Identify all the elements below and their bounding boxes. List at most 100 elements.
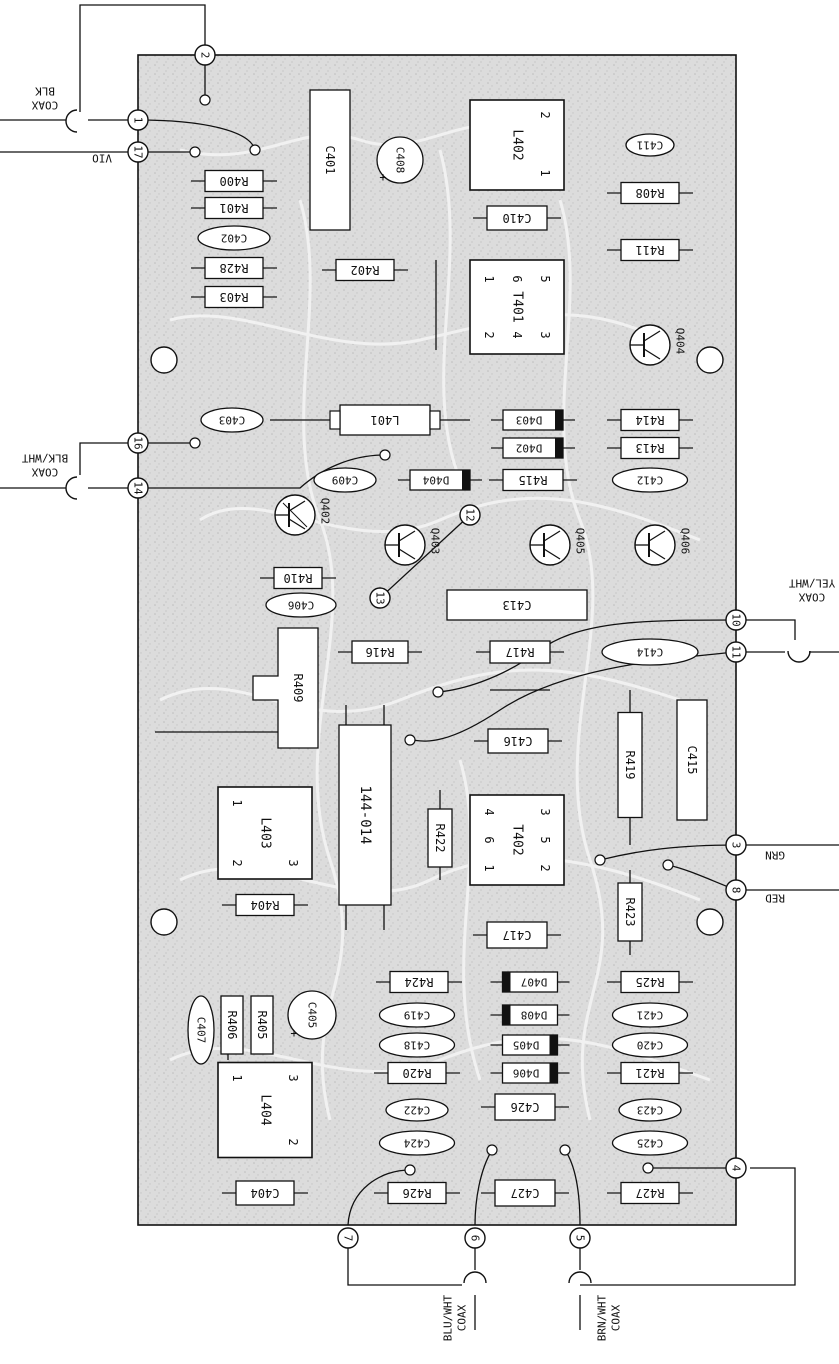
label-q405: Q405 (574, 528, 587, 555)
component-r414: R414 (607, 408, 693, 432)
label-l402: L402 (510, 129, 525, 160)
label-r410: R410 (284, 571, 313, 585)
wire-label-yel-wht-coax-line2: COAX (798, 591, 825, 604)
component-c418: C418 (378, 1032, 456, 1058)
solder-pad (379, 449, 391, 461)
pin-t402-5: 5 (538, 836, 552, 843)
label-d406: D406 (513, 1067, 540, 1080)
label-r404: R404 (251, 898, 280, 912)
label-r409: R409 (291, 674, 305, 703)
label-c410: C410 (503, 211, 532, 225)
component-c405: C405+ (287, 990, 337, 1040)
component-r416: R416 (338, 640, 422, 664)
pin-l404-1: 1 (230, 1074, 244, 1081)
terminal-label-6: 6 (469, 1235, 482, 1242)
terminal-label-17: 17 (132, 145, 145, 158)
label-c415: C415 (685, 746, 699, 775)
terminal-label-14: 14 (132, 481, 145, 495)
component-d406: D406 (490, 1062, 570, 1084)
component-r406: R406 (220, 995, 244, 1055)
terminal-label-5: 5 (574, 1235, 587, 1242)
wire-label-red-text: RED (765, 892, 785, 905)
solder-pad (249, 144, 261, 156)
pin-l402-1: 1 (538, 169, 552, 176)
label-r405: R405 (255, 1011, 269, 1040)
pin-t401-2: 2 (482, 331, 496, 338)
label-c404: C404 (251, 1186, 280, 1200)
wire-label-red: RED (765, 892, 785, 905)
component-c413: C413 (446, 589, 588, 621)
label-c401: C401 (323, 146, 337, 175)
component-r400: R400 (191, 169, 277, 193)
component-q403: Q403 (384, 524, 442, 566)
terminal-2: 2 (194, 44, 216, 66)
pin-l403-2: 2 (230, 859, 244, 866)
terminal-7: 7 (337, 1227, 359, 1249)
label-t402: T402 (510, 824, 525, 855)
solder-pad (189, 437, 201, 449)
component-c412: C412 (611, 467, 689, 493)
polarity-mark: + (379, 170, 386, 184)
wire-label-blk-wht-coax-line2: COAX (31, 466, 58, 479)
label-r421: R421 (636, 1066, 665, 1080)
label-l404: L404 (258, 1094, 273, 1125)
component-c409: C409 (313, 467, 377, 493)
label-r406: R406 (225, 1011, 239, 1040)
label-c403: C403 (219, 414, 246, 427)
terminal-label-1: 1 (132, 117, 145, 124)
solder-pad (559, 1144, 571, 1156)
label-c421: C421 (637, 1009, 664, 1022)
component-r402: R402 (322, 258, 408, 282)
label-q402: Q402 (319, 498, 332, 525)
terminal-label-13: 13 (374, 591, 387, 604)
wire-label-vio: VIO (92, 152, 112, 165)
terminal-label-11: 11 (730, 645, 743, 658)
terminal-12: 12 (459, 504, 481, 526)
mounting-holes (150, 346, 724, 936)
label-r428: R428 (220, 261, 249, 275)
component-q402: Q402 (274, 494, 332, 536)
label-l401: L401 (371, 413, 400, 427)
component-c427: C427 (481, 1179, 569, 1207)
solder-pad (662, 859, 674, 871)
polarity-mark: + (290, 1026, 297, 1040)
component-l401: L401 (329, 404, 441, 436)
label-c411: C411 (637, 139, 664, 152)
wire-label-blk-wht-coax-line1: BLK/WHT (21, 452, 68, 465)
label-c406: C406 (288, 599, 315, 612)
label-r424: R424 (405, 975, 434, 989)
terminal-6: 6 (464, 1227, 486, 1249)
label-u144: 144-014 (357, 785, 373, 844)
label-r413: R413 (636, 441, 665, 455)
component-d403: D403 (491, 409, 575, 431)
pin-l403-3: 3 (286, 859, 300, 866)
label-c424: C424 (403, 1137, 430, 1150)
component-d408: D408 (490, 1004, 570, 1026)
component-d407: D407 (490, 971, 570, 993)
component-q405: Q405 (529, 524, 587, 566)
component-c411: C411 (625, 133, 675, 157)
solder-pad (486, 1144, 498, 1156)
wire-label-brn-wht-line1: BRN/WHT (596, 1294, 609, 1341)
label-c409: C409 (332, 474, 359, 487)
label-c418: C418 (404, 1039, 431, 1052)
label-t401: T401 (510, 291, 525, 322)
pin-l404-3: 3 (286, 1074, 300, 1081)
label-c412: C412 (637, 474, 664, 487)
label-r408: R408 (636, 186, 665, 200)
terminal-label-12: 12 (464, 508, 477, 521)
solder-pad (594, 854, 606, 866)
component-c416: C416 (474, 728, 562, 754)
component-c420: C420 (611, 1032, 689, 1058)
component-r417: R417 (476, 640, 564, 664)
label-l403: L403 (258, 817, 273, 848)
terminal-label-8: 8 (730, 887, 743, 894)
wire-label-yel-wht-coax-line1: YEL/WHT (788, 577, 835, 590)
